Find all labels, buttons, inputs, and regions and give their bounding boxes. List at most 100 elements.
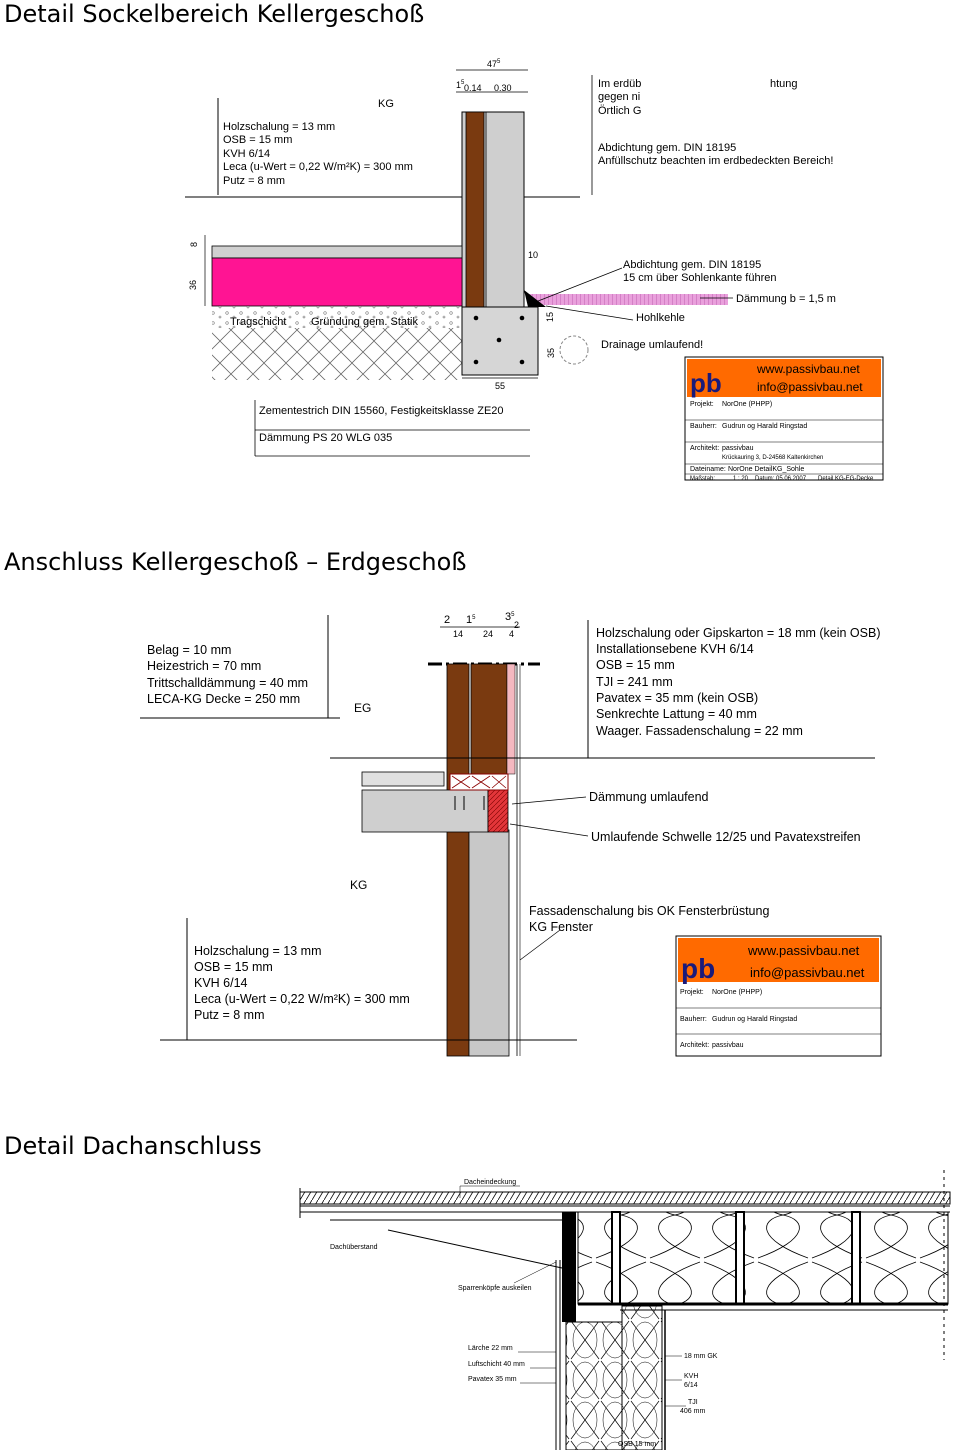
dim-8: 8	[189, 242, 199, 247]
note-estrich: Zementestrich DIN 15560, Festigkeitsklas…	[259, 405, 504, 417]
floor-layer-4: LECA-KG Decke = 250 mm	[147, 692, 300, 706]
detail-anschluss-drawing: Belag = 10 mm Heizestrich = 70 mm Tritts…	[140, 611, 884, 1057]
svg-text:Projekt:: Projekt:	[690, 401, 714, 408]
note-top-right: htung	[770, 78, 798, 90]
note-drainage: Drainage umlaufend!	[601, 339, 703, 351]
roof-covering	[299, 1191, 951, 1205]
svg-text:Projekt:: Projekt:	[680, 989, 704, 996]
svg-text:24: 24	[483, 629, 493, 639]
note-daemmung: Dämmung b = 1,5 m	[736, 293, 836, 305]
svg-text:www.passivbau.net: www.passivbau.net	[756, 362, 860, 376]
floor-layers: Belag = 10 mm Heizestrich = 70 mm Tritts…	[147, 643, 312, 706]
note-daemmung-umlaufend: Dämmung umlaufend	[589, 790, 709, 804]
floor-screed	[211, 245, 463, 259]
dim-a: 0.14	[464, 83, 482, 93]
logo-pb-2: pb	[681, 953, 715, 984]
note-ps: Dämmung PS 20 WLG 035	[259, 432, 392, 444]
note-abdichtung-2: Abdichtung gem. DIN 18195 15 cm über Soh…	[623, 259, 777, 284]
layer-1: Holzschalung = 13 mm	[223, 121, 335, 133]
svg-text:info@passivbau.net: info@passivbau.net	[750, 965, 865, 980]
label-luftschicht: Luftschicht 40 mm	[468, 1361, 525, 1368]
svg-text:www.passivbau.net: www.passivbau.net	[747, 943, 860, 958]
detail-dach-drawing: Dacheindeckung Dachüberstand Sparrenköpf…	[299, 1170, 951, 1450]
floor-insulation	[211, 257, 463, 307]
svg-text:Architekt:: Architekt:	[680, 1042, 709, 1049]
dim-35: 35	[546, 348, 556, 358]
layer-5: Putz = 8 mm	[223, 175, 285, 187]
floor-slab	[361, 789, 489, 833]
note-schwelle: Umlaufende Schwelle 12/25 und Pavatexstr…	[591, 830, 861, 844]
dim-top: 475	[487, 59, 501, 69]
label-gk: 18 mm GK	[684, 1353, 718, 1360]
label-dachueberstand: Dachüberstand	[330, 1244, 378, 1251]
svg-text:passivbau: passivbau	[722, 445, 754, 452]
svg-text:Krückauring 3, D-24568 Kaltenk: Krückauring 3, D-24568 Kaltenkirchen	[722, 455, 823, 461]
layer-2: OSB = 15 mm	[223, 134, 292, 146]
svg-text:Gudrun og Harald Ringstad: Gudrun og Harald Ringstad	[722, 423, 807, 430]
layer-3: KVH 6/14	[223, 148, 270, 160]
logo-pb-1: pb	[690, 368, 722, 398]
label-kvh: KVH 6/14	[684, 1373, 700, 1389]
soil-hatch	[212, 328, 462, 380]
svg-text:info@passivbau.net: info@passivbau.net	[757, 380, 863, 394]
svg-text:4: 4	[509, 629, 514, 639]
roof-insulation	[577, 1211, 949, 1305]
dim-15: 15	[545, 312, 555, 322]
svg-text:Datum:: Datum:	[755, 476, 775, 482]
section-title-anschluss: Anschluss Kellergeschoß – Erdgeschoß	[4, 548, 467, 576]
svg-text:14: 14	[453, 629, 463, 639]
svg-text:Gudrun og Harald Ringstad: Gudrun og Harald Ringstad	[712, 1016, 797, 1023]
svg-text:Dateiname:: Dateiname:	[690, 466, 726, 473]
wall-wood-layer	[465, 111, 485, 308]
label-tji: TJI 406 mm	[680, 1399, 705, 1415]
note-top: Im erdüb gegen ni Örtlich G	[598, 78, 644, 117]
svg-text:2: 2	[514, 620, 519, 630]
eg-label: EG	[354, 701, 371, 715]
perimeter-insulation	[528, 294, 728, 305]
dim-36: 36	[188, 280, 198, 290]
note-fassade: Fassadenschalung bis OK Fensterbrüstung …	[529, 904, 773, 934]
floor-layer-3: Trittschalldämmung = 40 mm	[147, 676, 308, 690]
label-osb: OSB 15 mm	[618, 1441, 656, 1448]
kg-label-2: KG	[350, 878, 367, 892]
svg-text:Architekt:: Architekt:	[690, 445, 719, 452]
svg-text:passivbau: passivbau	[712, 1042, 744, 1049]
svg-text:Maßstab:: Maßstab:	[690, 476, 715, 482]
gruendung-label: Gründung gem. Statik	[311, 316, 419, 328]
dim-10: 10	[528, 250, 538, 260]
svg-text:35: 35	[505, 611, 515, 623]
dim-55: 55	[495, 381, 505, 391]
title-block-1: pb www.passivbau.net info@passivbau.net …	[684, 356, 884, 482]
note-hohlkehle: Hohlkehle	[636, 312, 685, 324]
dim-b: 0.30	[494, 83, 512, 93]
svg-text:2: 2	[444, 614, 450, 626]
gravel-layer	[212, 306, 462, 328]
tragschicht-label: Tragschicht	[230, 316, 286, 328]
note-abdichtung-1: Abdichtung gem. DIN 18195 Anfüllschutz b…	[598, 142, 833, 167]
title-block-2: pb www.passivbau.net info@passivbau.net …	[675, 935, 882, 1057]
label-dacheindeckung: Dacheindeckung	[464, 1179, 516, 1186]
floor-layer-1: Belag = 10 mm	[147, 643, 231, 657]
kg-layers: Holzschalung = 13 mm OSB = 15 mm KVH 6/1…	[194, 944, 413, 1022]
rim-insulation	[449, 773, 509, 791]
section-title-dach: Detail Dachanschluss	[4, 1132, 262, 1160]
detail-sockel-drawing: KG Holzschalung = 13 mm OSB = 15 mm KVH …	[185, 59, 884, 482]
wall-upper-osb	[446, 663, 470, 1057]
section-title-sockel: Detail Sockelbereich Kellergeschoß	[4, 0, 425, 28]
svg-text:Bauherr:: Bauherr:	[680, 1016, 707, 1023]
floor-layer-2: Heizestrich = 70 mm	[147, 659, 261, 673]
dim-c: 15	[456, 80, 465, 90]
label-laerche: Lärche 22 mm	[468, 1345, 513, 1352]
svg-text:15: 15	[466, 614, 476, 626]
svg-text:Bauherr:: Bauherr:	[690, 423, 717, 430]
drainage-pipe	[559, 335, 589, 365]
layer-4: Leca (u-Wert = 0,22 W/m²K) = 300 mm	[223, 161, 413, 173]
svg-text:NorOne (PHPP): NorOne (PHPP)	[722, 401, 772, 408]
sill-plate	[487, 789, 509, 833]
wall-lower-leca	[468, 829, 510, 1057]
wall-layers: Holzschalung oder Gipskarton = 18 mm (ke…	[596, 626, 884, 738]
hohlkehle	[524, 290, 546, 307]
svg-text:NorOne (PHPP): NorOne (PHPP)	[712, 989, 762, 996]
svg-text:NorOne DetailKG_Sohle: NorOne DetailKG_Sohle	[728, 466, 804, 473]
svg-text:Detail KG-EG-Decke: Detail KG-EG-Decke	[818, 476, 874, 482]
